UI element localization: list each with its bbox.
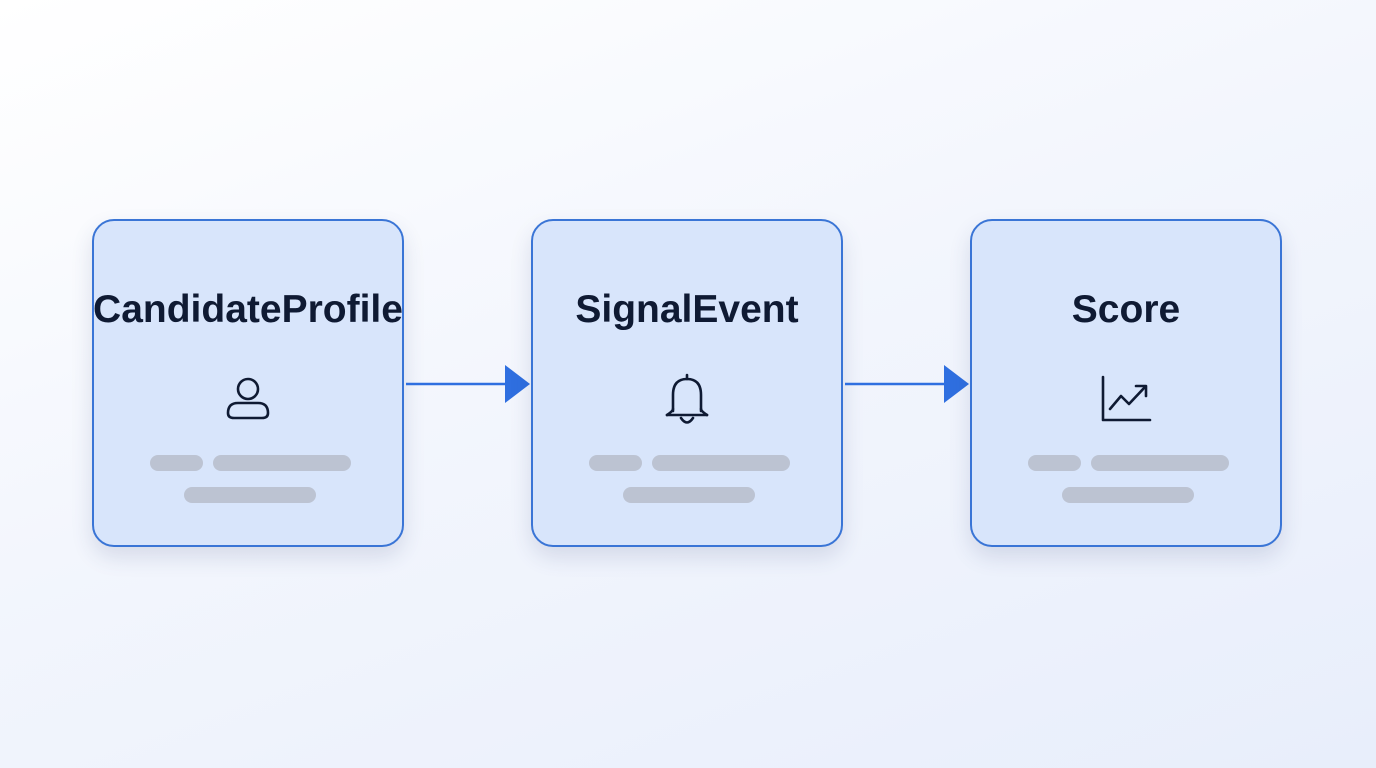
node-title-line: Signal	[575, 287, 693, 331]
placeholder-bar	[623, 487, 755, 503]
trend-chart-icon	[1098, 371, 1154, 427]
node-title-line: Score	[1071, 287, 1181, 331]
node-title-line: Profile	[281, 287, 403, 331]
placeholder-bar	[1091, 455, 1229, 471]
placeholder-bar	[184, 487, 316, 503]
node-title-line: Event	[692, 287, 799, 331]
node-title: Signal Event	[533, 257, 841, 361]
user-icon	[220, 371, 276, 427]
node-title-line: Candidate	[93, 287, 282, 331]
node-signal-event: Signal Event	[531, 219, 843, 547]
placeholder-bar	[213, 455, 351, 471]
placeholder-bar	[1062, 487, 1194, 503]
node-candidate-profile: Candidate Profile	[92, 219, 404, 547]
arrow-connector	[845, 362, 970, 406]
node-title: Score	[972, 257, 1280, 361]
arrow-connector	[406, 362, 531, 406]
placeholder-bar	[150, 455, 203, 471]
placeholder-bar	[589, 455, 642, 471]
node-score: Score	[970, 219, 1282, 547]
placeholder-bar	[652, 455, 790, 471]
node-title: Candidate Profile	[93, 257, 403, 361]
bell-icon	[659, 371, 715, 427]
placeholder-bar	[1028, 455, 1081, 471]
